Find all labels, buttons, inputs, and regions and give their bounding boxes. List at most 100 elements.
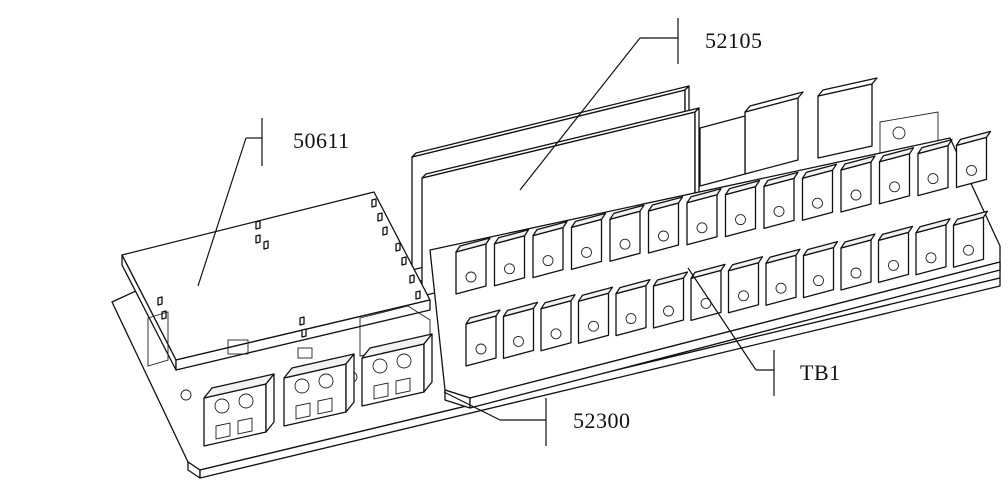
tb-front-cell-top — [615, 278, 651, 295]
board-pin — [377, 212, 383, 222]
tb-front-cell — [840, 239, 872, 291]
tb-back-cell-top — [840, 155, 876, 171]
tb-front-cell-top — [540, 294, 576, 310]
tb-front-cell — [802, 246, 835, 299]
tb-front-cell-top — [502, 301, 539, 318]
tb-back-screw — [966, 164, 977, 176]
tb-back-cell — [647, 202, 680, 254]
tb-back-cell-top — [686, 188, 722, 204]
board-pin — [415, 290, 421, 300]
tb-front-screw — [663, 305, 674, 317]
connector-screw — [396, 353, 412, 369]
tb-back-screw — [927, 173, 939, 185]
tb-back-screw — [542, 255, 554, 267]
connector-wire-port — [395, 377, 411, 395]
connector-wire-port — [215, 422, 231, 440]
connector-wire-port — [237, 417, 253, 435]
board-pin — [263, 240, 269, 250]
tb-back-cell — [878, 153, 911, 205]
tb-front-cell-top — [690, 263, 726, 280]
tb-front-screw — [813, 275, 824, 287]
tb-front-cell-top — [802, 240, 839, 257]
tb-front-cell-top — [465, 309, 501, 325]
tb-front-cell-top — [652, 271, 689, 287]
tb-front-cell-top — [840, 233, 876, 249]
tb-front-screw — [625, 313, 637, 325]
tb-back-cell — [840, 161, 872, 213]
tb-back-screw — [850, 189, 862, 201]
tb-front-screw — [888, 259, 899, 271]
board-pin — [157, 296, 163, 306]
tb-back-cell — [493, 235, 526, 287]
tb-front-screw — [475, 343, 487, 355]
connector-screw — [318, 373, 334, 389]
tb-front-cell — [577, 292, 610, 344]
tb-back-cell-top — [609, 204, 645, 220]
tb-front-cell-top — [915, 218, 951, 234]
tb-back-cell-top — [917, 138, 953, 155]
tb-back-screw — [812, 197, 823, 209]
label-52105: 52105 — [705, 28, 763, 53]
leader-lines — [197, 18, 775, 446]
tb-front-cell-top — [877, 225, 914, 242]
tb-back-cell — [801, 169, 834, 221]
tb-back-screw — [735, 214, 746, 226]
label-50611: 50611 — [293, 128, 350, 153]
tb-front-screw — [513, 335, 524, 347]
tb-back-cell-top — [493, 229, 530, 245]
tb-back-screw — [773, 205, 785, 217]
tb-back-cell — [955, 136, 988, 189]
tb-front-cell — [615, 284, 647, 337]
board-pin — [401, 256, 407, 266]
connector-wire-port — [317, 397, 333, 415]
tb-back-cell-top — [647, 196, 684, 212]
tb-back-cell-top — [532, 220, 568, 237]
tb-front-cell — [652, 277, 685, 329]
connector-side — [265, 373, 275, 433]
tb-back-cell-top — [878, 147, 915, 163]
connector-screw — [372, 358, 388, 374]
label-tb1: TB1 — [800, 360, 841, 385]
board-pin — [255, 234, 261, 244]
tb-back-cell-top — [724, 179, 761, 196]
tb-back-cell-top — [455, 237, 491, 253]
connector-screw — [238, 393, 254, 409]
connector-wire-port — [373, 382, 389, 400]
tb-back-cell — [570, 218, 603, 271]
tb-back-cell — [455, 243, 487, 295]
tb-front-screw — [775, 282, 787, 294]
label-52300: 52300 — [573, 408, 631, 433]
tb-front-cell-top — [765, 248, 801, 264]
tb-front-cell-top — [952, 210, 989, 226]
tb-front-cell — [765, 254, 797, 306]
connector-side — [423, 333, 433, 393]
tb-back-cell — [724, 185, 757, 238]
board-pin — [301, 328, 307, 338]
screw-terminals — [203, 333, 433, 447]
tb-back-cell — [917, 144, 949, 197]
tb-front-screw — [588, 320, 599, 332]
connector-screw — [214, 398, 230, 414]
board-pin — [382, 226, 388, 236]
terminal-block — [429, 130, 1001, 409]
tb-front-cell — [915, 224, 947, 276]
tb-front-screw — [925, 252, 937, 264]
tb-front-cell — [952, 216, 985, 268]
tb-front-screw — [738, 290, 749, 302]
board-pin — [409, 274, 415, 284]
tb-front-screw — [550, 328, 562, 340]
daughter-board — [121, 191, 431, 371]
tb-front-screw — [963, 244, 974, 256]
connector-screw — [294, 378, 310, 394]
tb-back-screw — [696, 222, 708, 234]
tb-back-screw — [465, 271, 477, 283]
tb-front-cell — [727, 262, 760, 314]
connector-side — [345, 353, 355, 413]
tb-front-cell-top — [727, 256, 764, 272]
board-pin — [161, 310, 167, 320]
relays — [699, 77, 939, 187]
tb-back-cell-top — [801, 163, 838, 179]
board-pin — [395, 242, 401, 252]
connector-wire-port — [295, 402, 311, 420]
